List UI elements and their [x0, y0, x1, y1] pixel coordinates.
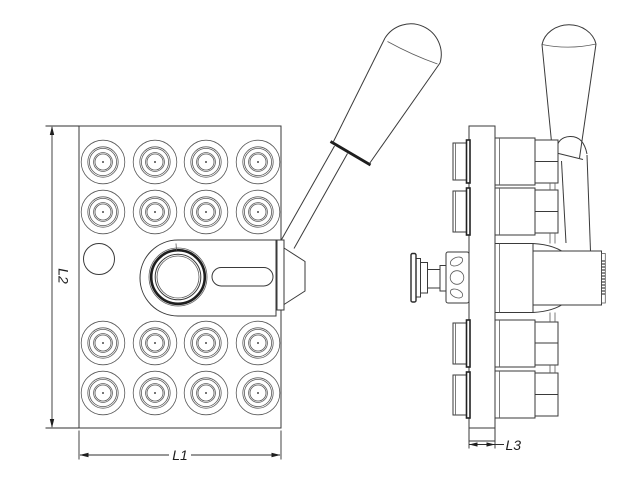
lever-clevis — [276, 239, 306, 311]
pivot-block — [532, 250, 606, 306]
port-fitting — [452, 319, 471, 368]
section-tie-rods — [549, 183, 556, 373]
dimension-l3: L3 — [468, 437, 522, 453]
front-view — [78, 23, 442, 429]
dimension-l1-label: L1 — [172, 447, 188, 463]
l3-arrow-right — [486, 442, 495, 447]
side-plate — [468, 125, 496, 442]
valve-section-row — [494, 319, 559, 368]
dimension-l2: L2 — [45, 125, 79, 429]
side-handle-dome — [541, 24, 597, 45]
pivot-block-knurl — [601, 260, 605, 295]
lever-slot — [211, 267, 274, 287]
spool-flange-block — [445, 251, 470, 304]
handle-dome — [384, 23, 442, 64]
valve-section-row — [494, 137, 559, 186]
lever-handle — [329, 23, 442, 167]
center-section-body — [494, 243, 534, 313]
valve-sections — [494, 137, 559, 419]
l1-arrow-left — [79, 452, 89, 458]
side-port-fittings — [452, 139, 471, 419]
l2-arrow-down — [49, 419, 55, 428]
spool-knob-cap — [410, 252, 417, 303]
port-fitting — [452, 187, 471, 236]
l2-arrow-up — [49, 126, 55, 135]
port-fitting — [452, 139, 471, 184]
dimension-l2-label: L2 — [56, 268, 72, 284]
dimension-l1: L1 — [78, 430, 282, 463]
lever-shaft — [280, 145, 348, 249]
front-plain-hole — [83, 243, 115, 275]
side-lever-handle — [541, 24, 597, 160]
spool-knob-assembly — [410, 251, 470, 304]
lever-base — [139, 239, 277, 317]
dimension-l3-label: L3 — [506, 437, 522, 453]
valve-section-row — [494, 370, 559, 419]
lever-boss-ring — [149, 248, 207, 306]
l1-arrow-right — [271, 452, 281, 458]
side-view — [410, 24, 606, 442]
valve-section-row — [494, 187, 559, 236]
l3-arrow-left — [469, 442, 478, 447]
port-fitting — [452, 371, 471, 419]
